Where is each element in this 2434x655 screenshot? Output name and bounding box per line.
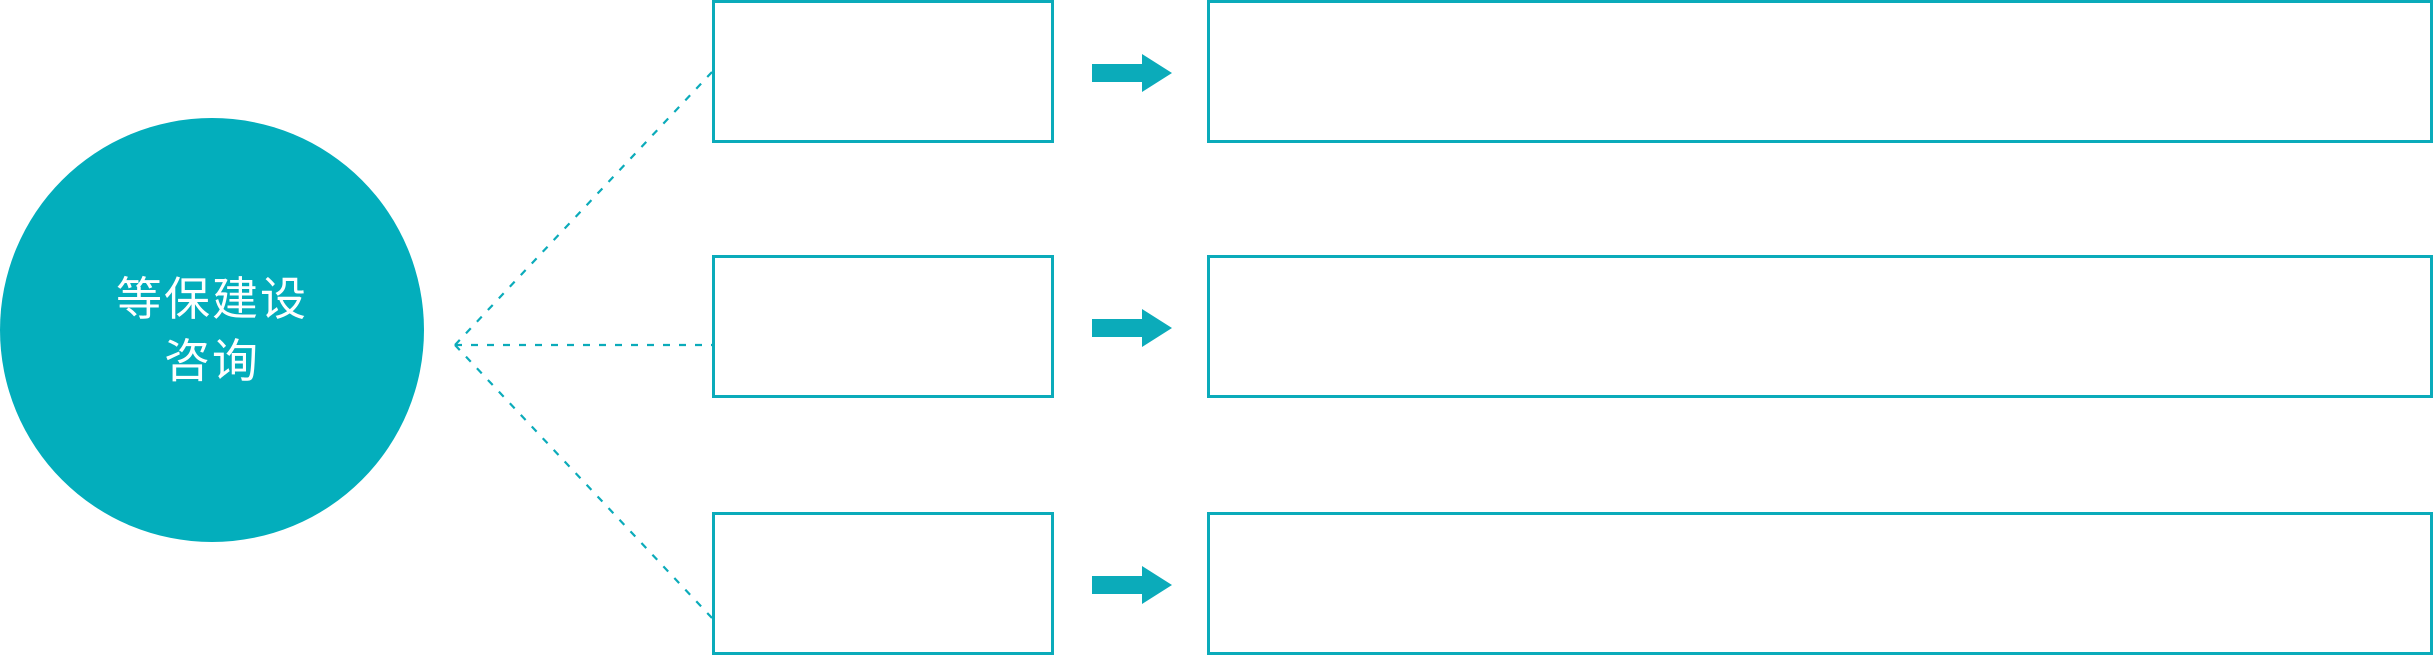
- right-arrow-icon: [1092, 54, 1172, 92]
- hub-label-line-2: 咨询: [164, 335, 260, 387]
- right-arrow-icon: [1092, 566, 1172, 604]
- detail-box[interactable]: [1207, 0, 2433, 143]
- hub-circle[interactable]: 等保建设 咨询: [0, 118, 424, 542]
- diagram-row: [0, 512, 2434, 655]
- stage-box[interactable]: [712, 512, 1054, 655]
- diagram-row: [0, 255, 2434, 400]
- stage-box[interactable]: [712, 255, 1054, 398]
- hub-label-line-1: 等保建设: [116, 273, 308, 325]
- stage-box[interactable]: [712, 0, 1054, 143]
- detail-box[interactable]: [1207, 255, 2433, 398]
- right-arrow-icon: [1092, 309, 1172, 347]
- detail-box[interactable]: [1207, 512, 2433, 655]
- diagram-row: [0, 0, 2434, 145]
